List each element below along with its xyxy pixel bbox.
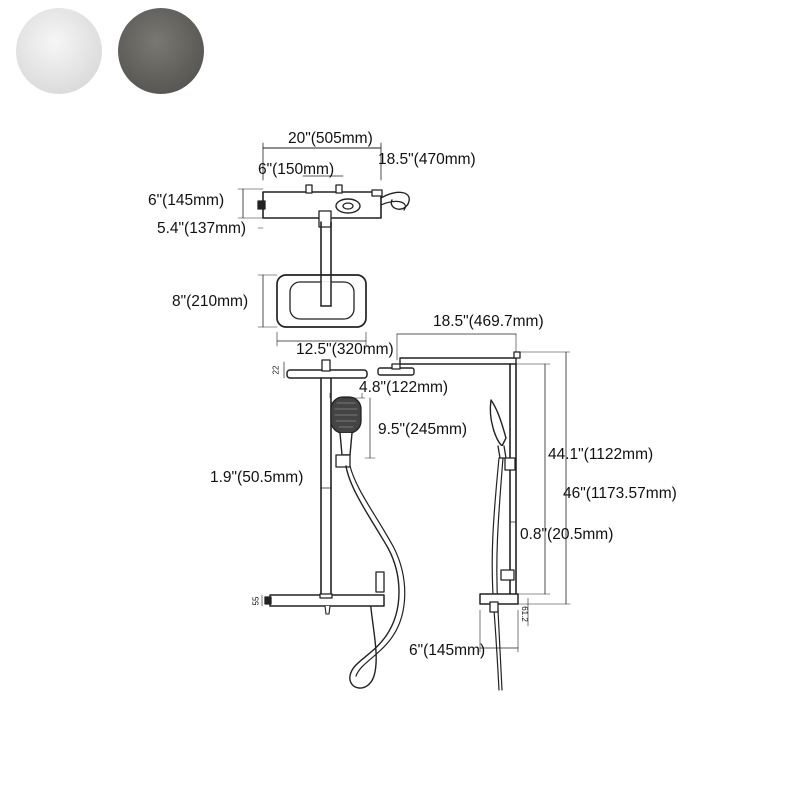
arm-length-label: 18.5"(469.7mm) [433,313,544,330]
shelf-width-label: 18.5"(470mm) [378,151,476,168]
holder-label: 1.9"(50.5mm) [210,469,304,486]
inlet-spacing-label: 6"(150mm) [258,161,335,178]
overhead-depth-label: 8"(210mm) [172,293,249,310]
shelf-thickness-label: 55 [251,596,261,606]
side-small-label: 61.2 [519,606,529,622]
front-view [261,359,406,689]
offset-label: 0.8"(20.5mm) [520,526,614,543]
top-view [237,142,410,229]
side-overhead-arm [399,357,517,365]
overhead-width-label: 12.5"(320mm) [296,341,394,358]
side-shelf-depth-label: 6"(145mm) [409,642,486,659]
handheld-length-label: 9.5"(245mm) [378,421,468,438]
head-thickness-label: 22 [271,365,281,375]
overhead-plan [257,221,367,347]
overall-width-label: 20"(505mm) [288,130,373,147]
white-finish-swatch[interactable] [16,8,102,94]
gunmetal-finish-swatch[interactable] [118,8,204,94]
pipe-projection-label: 5.4"(137mm) [157,220,247,237]
total-height-label: 46"(1173.57mm) [563,485,677,502]
shelf-depth-label: 6"(145mm) [148,192,225,209]
handheld-width-label: 4.8"(122mm) [359,379,449,396]
side-bottom-shelf [479,593,519,605]
left-knob [257,200,266,210]
side-view [377,333,571,691]
riser-height-label: 44.1"(1122mm) [548,446,654,463]
